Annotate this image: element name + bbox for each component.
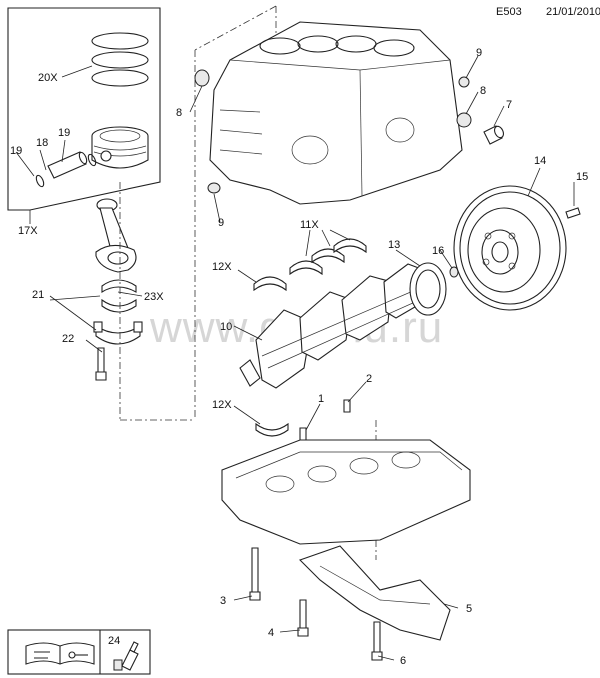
callout-6: 6 xyxy=(400,655,406,667)
manual-wrench-icon xyxy=(25,642,95,665)
callout-7: 7 xyxy=(506,99,512,111)
piston-inset-box xyxy=(7,7,161,211)
crankshaft xyxy=(239,263,425,389)
bedplate-studs xyxy=(299,399,351,441)
piston-pin xyxy=(35,151,97,188)
callout-8-b: 8 xyxy=(480,85,486,97)
rod-bearing-shells xyxy=(101,279,137,313)
callout-9-a: 9 xyxy=(218,217,224,229)
connecting-rod xyxy=(95,198,137,273)
callout-9-b: 9 xyxy=(476,47,482,59)
callout-labels: 20X 18 19 19 17X 8 9 9 8 7 11X 12X 13 16… xyxy=(10,47,588,667)
cylinder-block xyxy=(209,21,463,205)
main-bearing-shells-upper xyxy=(289,238,367,276)
callout-10: 10 xyxy=(220,321,232,333)
callout-5: 5 xyxy=(466,603,472,615)
bedplate xyxy=(221,439,471,545)
bedplate-bolts xyxy=(249,547,383,661)
legend-box: 24 xyxy=(7,629,151,675)
callout-17x: 17X xyxy=(18,225,38,237)
flywheel-bolt xyxy=(565,207,581,219)
callout-20x: 20X xyxy=(38,72,58,84)
callout-8-a: 8 xyxy=(176,107,182,119)
callout-12x-upper: 12X xyxy=(212,261,232,273)
callout-11x: 11X xyxy=(300,219,319,231)
callout-19-a: 19 xyxy=(10,145,22,157)
callout-13: 13 xyxy=(388,239,400,251)
callout-14: 14 xyxy=(534,155,546,167)
main-bearing-shell-12x-upper xyxy=(253,276,287,292)
callout-22: 22 xyxy=(62,333,74,345)
callout-23x: 23X xyxy=(144,291,164,303)
main-bearing-shell-12x-lower xyxy=(255,422,289,437)
rod-bolt xyxy=(95,347,107,381)
callout-18: 18 xyxy=(36,137,48,149)
piston xyxy=(91,126,149,169)
callout-15: 15 xyxy=(576,171,588,183)
callout-16: 16 xyxy=(432,245,444,257)
diagram-date: 21/01/2010 xyxy=(546,6,600,18)
rod-cap xyxy=(93,321,143,345)
leader-lines xyxy=(15,55,575,661)
oil-pump-pickup xyxy=(298,545,451,641)
dowel-pin xyxy=(483,125,505,145)
callout-4: 4 xyxy=(268,627,274,639)
sealant-tube-icon xyxy=(113,641,139,671)
callout-21: 21 xyxy=(32,289,44,301)
rear-main-seal xyxy=(409,262,447,316)
callout-1: 1 xyxy=(318,393,324,405)
piston-rings xyxy=(91,32,149,87)
callout-3: 3 xyxy=(220,595,226,607)
callout-12x-lower: 12X xyxy=(212,399,232,411)
flywheel xyxy=(453,185,567,311)
callout-2: 2 xyxy=(366,373,372,385)
callout-24: 24 xyxy=(108,635,120,647)
callout-19-b: 19 xyxy=(58,127,70,139)
diagram-code: E503 xyxy=(496,6,522,18)
